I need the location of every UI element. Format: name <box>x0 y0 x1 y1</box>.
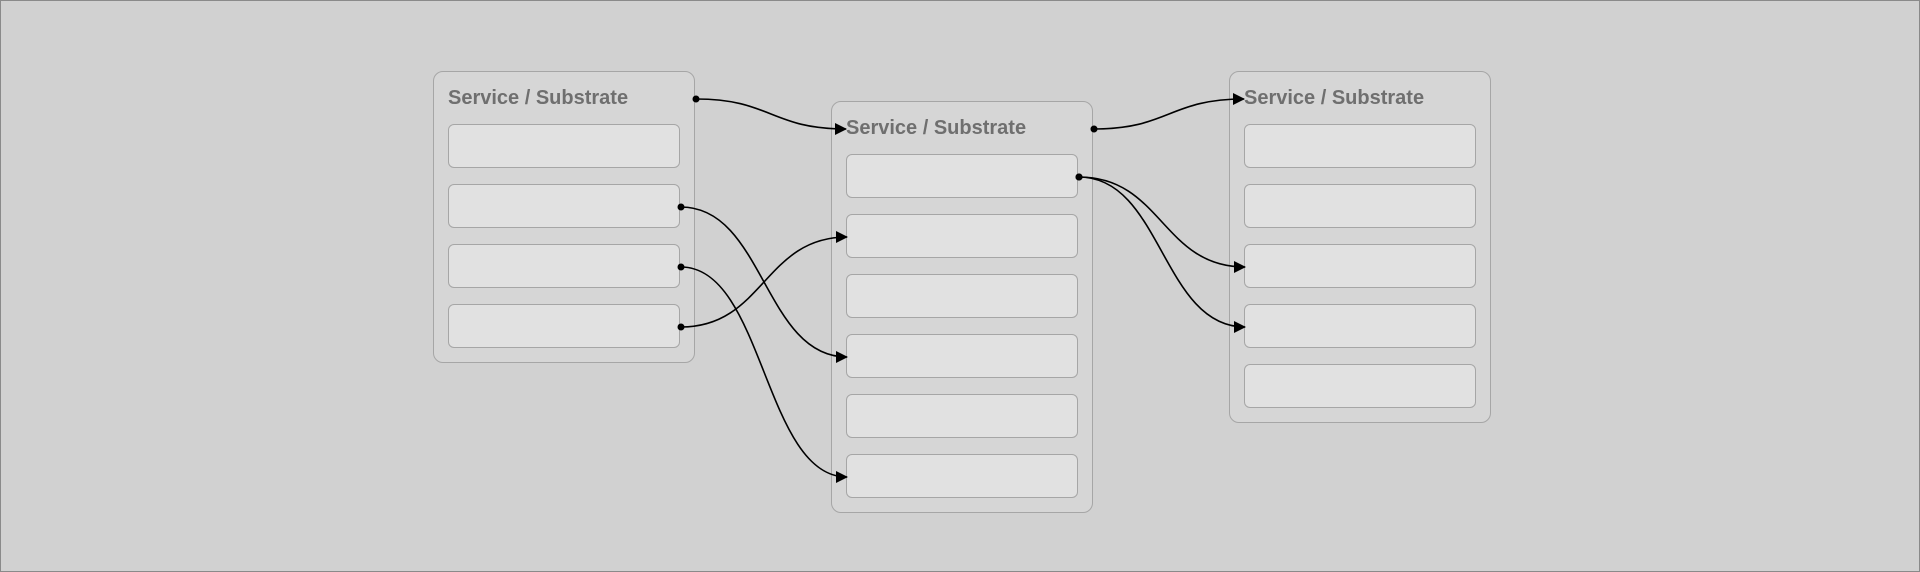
service-slot <box>846 154 1078 198</box>
connection-wire <box>680 266 848 483</box>
connection-wire <box>695 98 847 135</box>
service-title: Service / Substrate <box>1244 87 1425 109</box>
service-slot <box>846 274 1078 318</box>
connection-wire <box>680 231 848 328</box>
service-slot <box>1244 244 1476 288</box>
service-slot <box>1244 364 1476 408</box>
service-panel-middle: Service / Substrate <box>831 101 1093 513</box>
service-slot <box>1244 304 1476 348</box>
service-slot <box>448 124 680 168</box>
service-panel-left: Service / Substrate <box>433 71 695 363</box>
service-slot <box>448 184 680 228</box>
service-slot <box>448 304 680 348</box>
service-slot <box>1244 184 1476 228</box>
service-slot <box>846 394 1078 438</box>
service-title: Service / Substrate <box>846 117 1027 139</box>
service-slot <box>846 334 1078 378</box>
connection-wire <box>680 206 848 363</box>
connection-wire <box>1078 176 1246 333</box>
service-slot <box>448 244 680 288</box>
service-slot <box>846 214 1078 258</box>
service-slot <box>1244 124 1476 168</box>
connection-wire <box>1078 176 1246 273</box>
service-title: Service / Substrate <box>448 87 629 109</box>
service-panel-right: Service / Substrate <box>1229 71 1491 423</box>
service-slot <box>846 454 1078 498</box>
connection-wire <box>1093 93 1245 130</box>
